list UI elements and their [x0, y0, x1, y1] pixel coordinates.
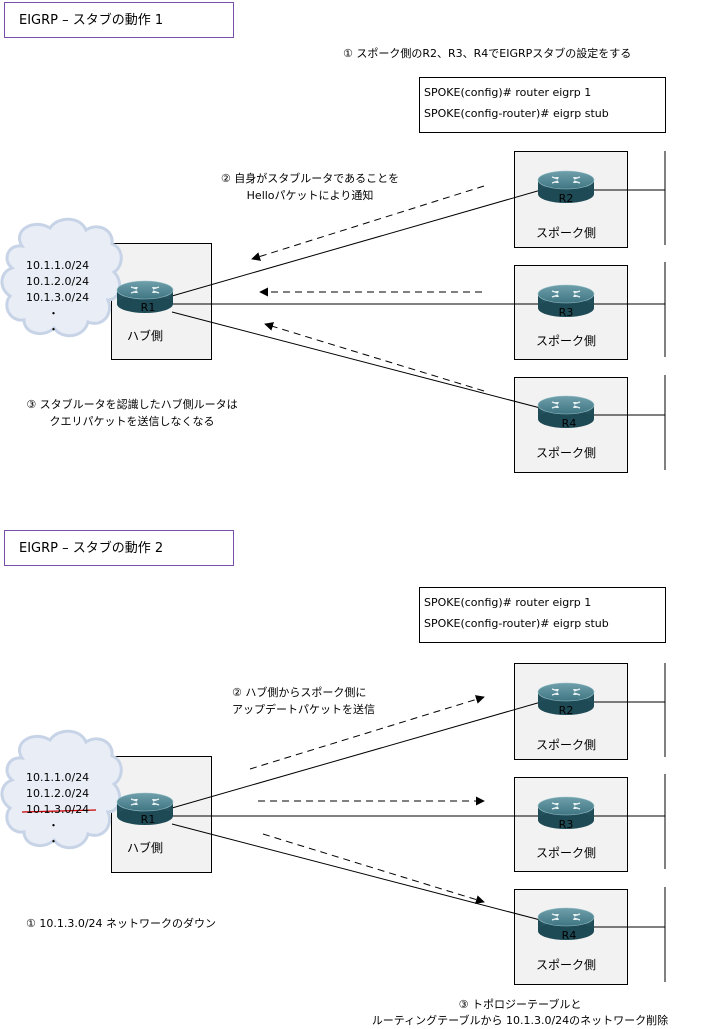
diagram1-command-line1: SPOKE(config)# router eigrp 1: [424, 86, 592, 99]
diagram2-network-dot-1: ・: [48, 819, 59, 832]
diagram1-network-3: 10.1.3.0/24: [26, 291, 90, 304]
diagram1-link-r1-r2: [171, 187, 549, 297]
diagram1-network-list: 10.1.1.0/24 10.1.2.0/24 10.1.3.0/24 ・ ・: [26, 258, 89, 338]
diagram1-note3-line1: ③ スタブルータを認識したハブ側ルータは: [26, 398, 238, 411]
diagram2-update-arrow-r2: [249, 695, 485, 770]
diagram1-hello-arrow-r2: [251, 185, 485, 261]
diagram2-command-line1: SPOKE(config)# router eigrp 1: [424, 596, 592, 609]
diagram2-router-r4-label: R4: [562, 929, 577, 942]
diagram1-note2-line1: ② 自身がスタブルータであることを: [220, 172, 400, 185]
diagram2-note3-line1: ③ トポロジーテーブルと: [458, 998, 582, 1011]
diagram2-note2-line2: アップデートパケットを送信: [232, 703, 375, 716]
diagram1-note1: ① スポーク側のR2、R3、R4でEIGRPスタブの設定をする: [343, 47, 632, 60]
diagram2-hub-label: ハブ側: [127, 841, 164, 855]
diagram2-note3: ③ トポロジーテーブルと ルーティングテーブルから 10.1.3.0/24のネッ…: [330, 997, 710, 1029]
diagram2-note1: ① 10.1.3.0/24 ネットワークのダウン: [26, 917, 217, 930]
diagram2-spoke-label-r2: スポーク側: [536, 738, 597, 752]
diagram2-link-r1-r4: [171, 823, 549, 923]
diagram2-title-box: EIGRP – スタブの動作 2: [4, 530, 234, 566]
diagram1-hello-arrow-r4: [264, 322, 485, 392]
diagram1-link-r1-r4: [171, 311, 549, 411]
diagram2-router-r3-label: R3: [559, 818, 574, 831]
diagram1-hub-label: ハブ側: [127, 329, 164, 343]
diagram1-note3: ③ スタブルータを認識したハブ側ルータは クエリパケットを送信しなくなる: [4, 396, 260, 430]
diagram2-network-2: 10.1.2.0/24: [26, 787, 90, 800]
diagram1-network-dot-1: ・: [48, 307, 59, 320]
diagram2-network-list: 10.1.1.0/24 10.1.2.0/24 10.1.3.0/24 ・ ・: [26, 770, 89, 850]
diagram2-network-down-strike: [21, 809, 97, 813]
diagram1-command-line2: SPOKE(config-router)# eigrp stub: [424, 107, 609, 120]
diagram1-title-box: EIGRP – スタブの動作 1: [4, 2, 234, 38]
diagram1-network-dot-2: ・: [48, 323, 59, 336]
diagram2-title: EIGRP – スタブの動作 2: [19, 540, 164, 556]
diagram2-network-1: 10.1.1.0/24: [26, 771, 90, 784]
diagram1-note3-line2: クエリパケットを送信しなくなる: [49, 415, 215, 428]
diagram1-router-r2-label: R2: [559, 192, 574, 205]
diagram1-spoke-label-r2: スポーク側: [536, 226, 597, 240]
diagram1-title: EIGRP – スタブの動作 1: [19, 12, 164, 28]
diagram1-command-box: SPOKE(config)# router eigrp 1 SPOKE(conf…: [419, 77, 666, 133]
diagram2-update-arrow-r4: [262, 833, 485, 904]
diagram1-spoke-label-r3: スポーク側: [536, 334, 597, 348]
diagram1-note2: ② 自身がスタブルータであることを Helloパケットにより通知: [200, 170, 420, 204]
diagram2-link-r1-r2: [171, 699, 549, 809]
diagram2-spoke-label-r3: スポーク側: [536, 846, 597, 860]
diagram1-spoke-label-r4: スポーク側: [536, 446, 597, 460]
diagram2-network-3-down: 10.1.3.0/24: [26, 803, 90, 816]
diagram2-network-dot-2: ・: [48, 835, 59, 848]
diagram2-note2-line1: ② ハブ側からスポーク側に: [232, 686, 367, 699]
diagram2-command-box: SPOKE(config)# router eigrp 1 SPOKE(conf…: [419, 587, 666, 643]
diagram1-network-1: 10.1.1.0/24: [26, 259, 90, 272]
diagram1-router-r3-label: R3: [559, 306, 574, 319]
diagram1-note2-line2: Helloパケットにより通知: [246, 189, 374, 202]
diagram1-router-r1-label: R1: [141, 301, 156, 314]
diagram1-network-2: 10.1.2.0/24: [26, 275, 90, 288]
diagram1-router-r4-label: R4: [562, 417, 577, 430]
diagram1-canvas: R1 R2 R3 R4: [0, 151, 666, 470]
diagram2-note3-line2: ルーティングテーブルから 10.1.3.0/24のネットワーク削除: [371, 1014, 669, 1027]
diagram2-router-r1-label: R1: [141, 813, 156, 826]
diagram2-router-r2-label: R2: [559, 704, 574, 717]
diagram2-command-line2: SPOKE(config-router)# eigrp stub: [424, 617, 609, 630]
diagram2-spoke-label-r4: スポーク側: [536, 958, 597, 972]
diagram2-note2: ② ハブ側からスポーク側に アップデートパケットを送信: [232, 684, 375, 718]
